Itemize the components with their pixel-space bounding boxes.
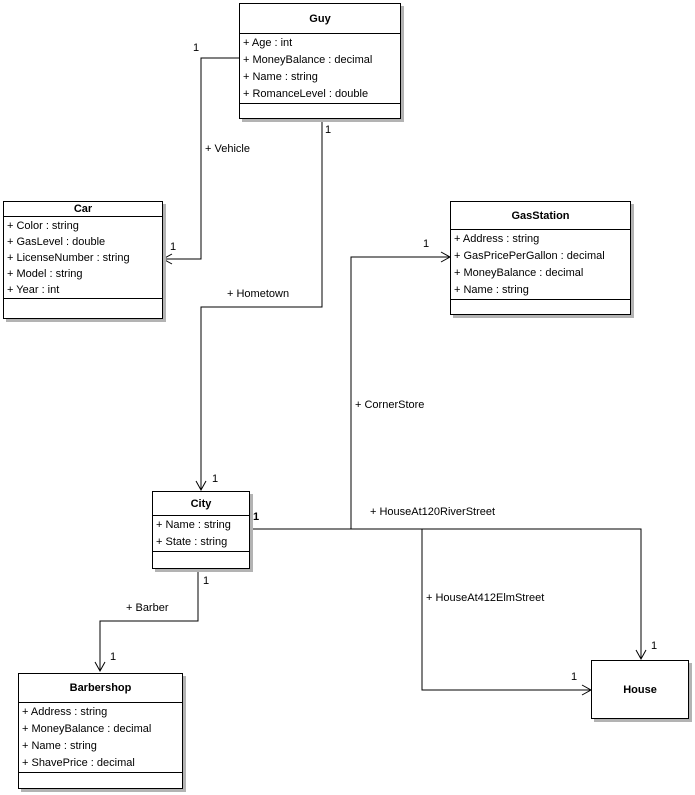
attribute-row: + Name : string xyxy=(243,71,318,83)
open-arrowhead-left-icon xyxy=(161,253,173,265)
class-attributes-barbershop: + Address : string + MoneyBalance : deci… xyxy=(19,702,182,772)
class-methods-compartment-city xyxy=(153,551,249,568)
attribute-row: + Address : string xyxy=(454,233,540,245)
association-hometown-line[interactable] xyxy=(195,119,323,492)
class-box-house[interactable]: House xyxy=(591,660,689,719)
class-attributes-gasstation: + Address : string + GasPricePerGallon :… xyxy=(451,229,630,299)
class-title-city: City xyxy=(190,497,212,510)
attribute-row: + LicenseNumber : string xyxy=(7,252,130,264)
class-title-barbershop: Barbershop xyxy=(69,682,132,694)
attribute-row: + Name : string xyxy=(156,519,231,531)
multiplicity-vehicle-at-car: 1 xyxy=(170,241,177,253)
class-box-barbershop[interactable]: Barbershop + Address : string + MoneyBal… xyxy=(18,673,183,789)
class-box-gasstation[interactable]: GasStation + Address : string + GasPrice… xyxy=(450,201,631,315)
class-box-guy[interactable]: Guy + Age : int + MoneyBalance : decimal… xyxy=(239,3,401,119)
attribute-row: + MoneyBalance : decimal xyxy=(454,267,584,279)
class-attributes-guy: + Age : int + MoneyBalance : decimal + N… xyxy=(240,33,400,103)
attribute-row: + ShavePrice : decimal xyxy=(22,757,135,769)
attribute-row: + Year : int xyxy=(7,284,60,296)
class-box-city[interactable]: City + Name : string + State : string xyxy=(152,491,250,569)
class-methods-compartment-barbershop xyxy=(19,772,182,788)
multiplicity-hometown-at-city: 1 xyxy=(212,473,219,485)
multiplicity-barber-at-barbershop: 1 xyxy=(110,651,117,663)
class-title-gasstation: GasStation xyxy=(511,209,570,222)
class-methods-compartment-car xyxy=(4,298,162,318)
class-title-house: House xyxy=(623,683,657,696)
class-attributes-car: + Color : string + GasLevel : double + L… xyxy=(4,216,162,298)
multiplicity-hometown-at-guy: 1 xyxy=(325,124,332,136)
role-label-cornerstore: + CornerStore xyxy=(355,399,425,411)
multiplicity-barber-at-city: 1 xyxy=(203,575,210,587)
role-label-hometown: + Hometown xyxy=(227,288,290,300)
attribute-row: + GasLevel : double xyxy=(7,236,106,248)
attribute-row: + Age : int xyxy=(243,37,293,49)
attribute-row: + Name : string xyxy=(22,740,97,752)
class-title-car: Car xyxy=(73,203,93,215)
class-title-guy: Guy xyxy=(309,12,331,25)
attribute-row: + Color : string xyxy=(7,220,79,232)
multiplicity-vehicle-at-guy: 1 xyxy=(193,42,200,54)
open-arrowhead-down-icon xyxy=(635,649,647,661)
attribute-row: + Name : string xyxy=(454,284,529,296)
multiplicity-houseat120riverstreet-at-house: 1 xyxy=(651,640,658,652)
multiplicity-houseat412elmstreet-at-house: 1 xyxy=(571,671,578,683)
role-label-barber: + Barber xyxy=(126,602,169,614)
attribute-row: + Model : string xyxy=(7,268,83,280)
attribute-row: + MoneyBalance : decimal xyxy=(243,54,373,66)
association-vehicle-line[interactable] xyxy=(161,57,239,265)
role-label-houseat412elmstreet: + HouseAt412ElmStreet xyxy=(426,592,545,604)
role-label-houseat120riverstreet: + HouseAt120RiverStreet xyxy=(370,506,496,518)
multiplicity-cornerstore-at-city: 1 xyxy=(253,511,260,523)
attribute-row: + RomanceLevel : double xyxy=(243,88,369,100)
attribute-row: + MoneyBalance : decimal xyxy=(22,723,152,735)
attribute-row: + Address : string xyxy=(22,706,108,718)
open-arrowhead-down-icon xyxy=(195,480,207,492)
role-label-vehicle: + Vehicle xyxy=(205,143,250,155)
association-houseat412elmstreet-line[interactable] xyxy=(250,528,593,696)
association-barber-line[interactable] xyxy=(94,569,199,673)
multiplicity-cornerstore-at-gasstation: 1 xyxy=(423,238,430,250)
class-box-car[interactable]: Car + Color : string + GasLevel : double… xyxy=(3,201,163,319)
attribute-row: + State : string xyxy=(156,536,228,548)
open-arrowhead-down-icon xyxy=(94,661,106,673)
class-attributes-city: + Name : string + State : string xyxy=(153,515,249,551)
class-methods-compartment-guy xyxy=(240,103,400,118)
attribute-row: + GasPricePerGallon : decimal xyxy=(454,250,605,262)
class-methods-compartment-gasstation xyxy=(451,299,630,314)
